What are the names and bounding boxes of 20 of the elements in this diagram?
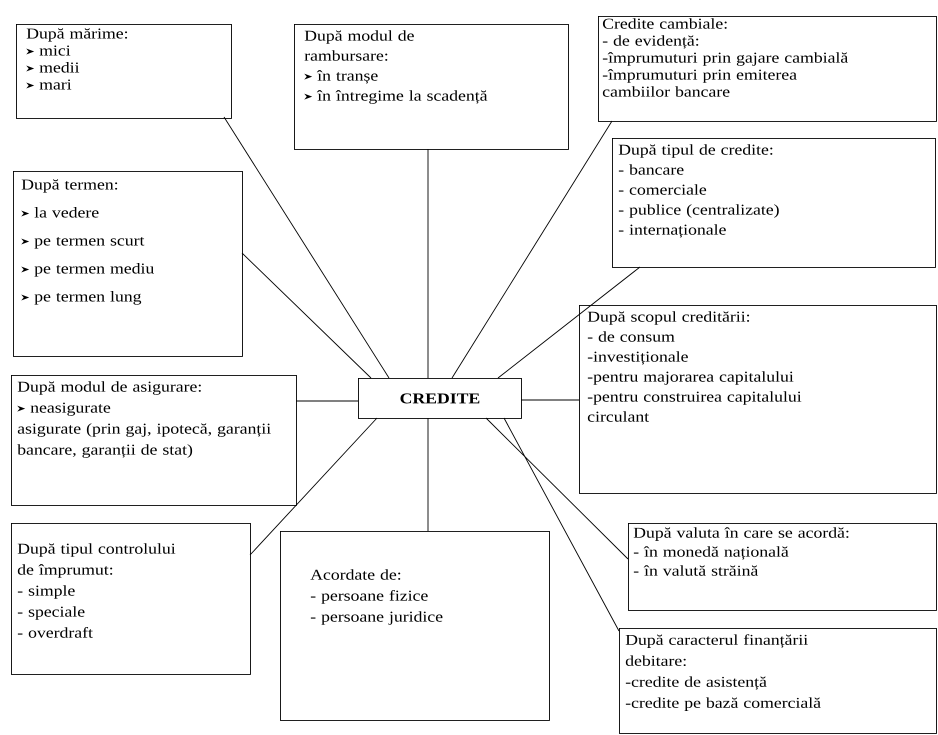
category-box: După caracterul finanțării debitare: -credite de asistență -credite pe bază comercială xyxy=(619,628,937,734)
category-box: După mărime: mici medii mari xyxy=(16,24,232,119)
connector-line xyxy=(242,252,372,378)
connector-line xyxy=(498,266,640,378)
connector-line xyxy=(224,116,390,378)
category-box: Acordate de: - persoane fizice - persoane juridice xyxy=(280,531,550,721)
category-box: După termen: la vedere pe termen scurt pe termen mediu pe termen lung xyxy=(13,171,243,357)
connector-line xyxy=(296,400,358,402)
connector-line xyxy=(504,418,620,632)
connector-line xyxy=(250,418,378,556)
category-box: După tipul de credite: - bancare - comerciale - publice (centralizate) - internaționale xyxy=(612,138,936,268)
category-box: După modul de asigurare: neasigurate asigurate (prin gaj, ipotecă, garanții bancare, garanții de stat) xyxy=(11,375,297,506)
category-box: După scopul creditării: - de consum -investiționale -pentru majorarea capitalului -pentru construirea capitalului circulant xyxy=(579,305,937,494)
connector-line xyxy=(452,120,612,378)
category-box: După tipul controlului de împrumut: - simple - speciale - overdraft xyxy=(11,523,251,675)
category-box: După modul de rambursare: în tranșe în întregime la scadență xyxy=(294,24,569,150)
connector-line xyxy=(486,418,628,560)
category-box: Credite cambiale: - de evidență: -împrumuturi prin gajare cambială -împrumuturi prin emiterea cambiilor bancare xyxy=(598,16,937,122)
category-box: După valuta în care se acordă: - în monedă națională - în valută străină xyxy=(628,523,937,611)
center-box: CREDITE xyxy=(358,378,522,419)
